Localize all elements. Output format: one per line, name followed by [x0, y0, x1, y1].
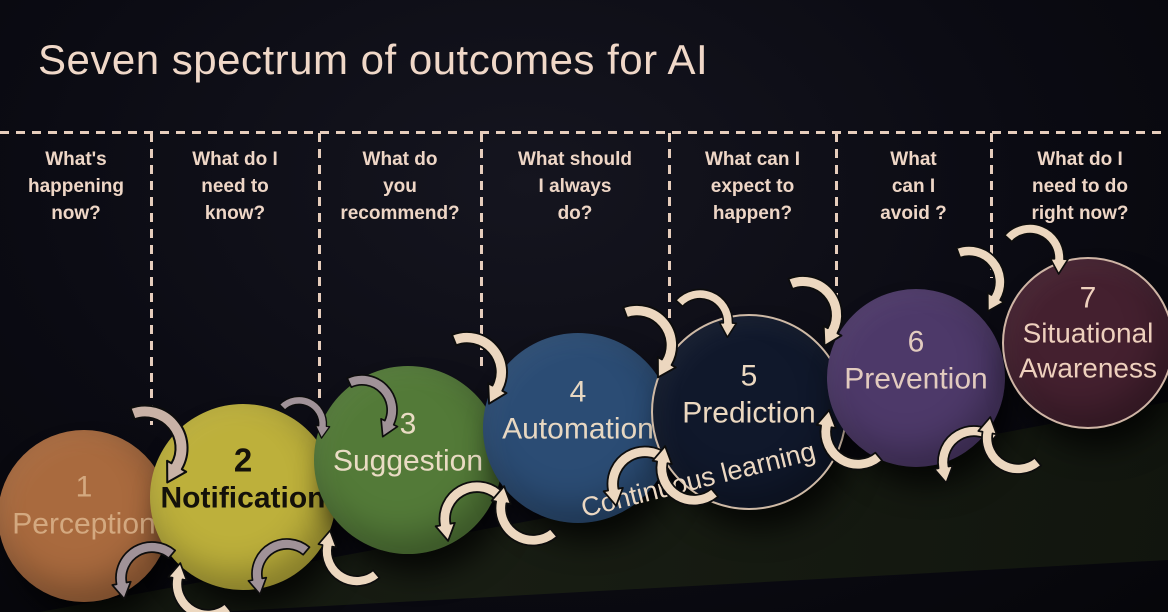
stage-text: 5 Prediction: [682, 359, 815, 431]
stage-circle-situational-awareness: 7 Situational Awareness: [1002, 257, 1168, 429]
stage-circle-prevention: 6 Prevention: [827, 289, 1005, 467]
stage-text: 6 Prevention: [844, 325, 987, 397]
stage-circle-perception: 1 Perception: [0, 430, 170, 602]
stage-label: Suggestion: [332, 443, 484, 477]
stage-circle-suggestion: 3 Suggestion: [314, 366, 502, 554]
stage-number: 2: [233, 441, 253, 479]
stage-label: Prediction: [682, 395, 816, 429]
stage-number: 4: [569, 375, 587, 409]
stage-number: 3: [399, 407, 417, 441]
page-title: Seven spectrum of outcomes for AI: [38, 36, 709, 83]
question-6: What can I avoid ?: [880, 149, 947, 224]
dashed-divider-vertical-6: [990, 133, 993, 278]
stage-circle-notification: 2 Notification: [150, 404, 336, 590]
question-5: What can I expect to happen?: [704, 149, 800, 224]
stage-label: Prevention: [844, 361, 988, 395]
stage-number: 6: [907, 325, 925, 359]
stage-label: Notification: [160, 481, 326, 515]
stage-label: Perception: [12, 507, 156, 541]
question-4: What should I always do?: [518, 149, 632, 224]
dashed-divider-vertical-4: [668, 133, 671, 342]
stage-number: 5: [740, 359, 758, 393]
dashed-divider-vertical-5: [835, 133, 838, 309]
stage-text: 4 Automation: [502, 375, 654, 447]
stage-number: 1: [75, 470, 93, 504]
question-1: What's happening now?: [27, 149, 125, 224]
stage-number: 7: [1079, 281, 1097, 315]
dashed-divider-vertical-2: [318, 133, 321, 399]
dashed-divider-vertical-1: [150, 133, 153, 425]
stage-text: 1 Perception: [12, 471, 155, 543]
question-2: What do I need to know?: [192, 149, 278, 224]
stage-text: 2 Notification: [161, 442, 326, 517]
stage-text: 7 Situational Awareness: [1019, 281, 1157, 386]
question-3: What do you recommend?: [340, 149, 460, 224]
stage-label: Automation: [502, 411, 654, 445]
stage-label: Situational Awareness: [1018, 317, 1157, 384]
dashed-divider-horizontal: [0, 131, 1168, 134]
stage-text: 3 Suggestion: [333, 407, 483, 479]
question-7: What do I need to do right now?: [1031, 149, 1129, 224]
dashed-divider-vertical-3: [480, 133, 483, 370]
